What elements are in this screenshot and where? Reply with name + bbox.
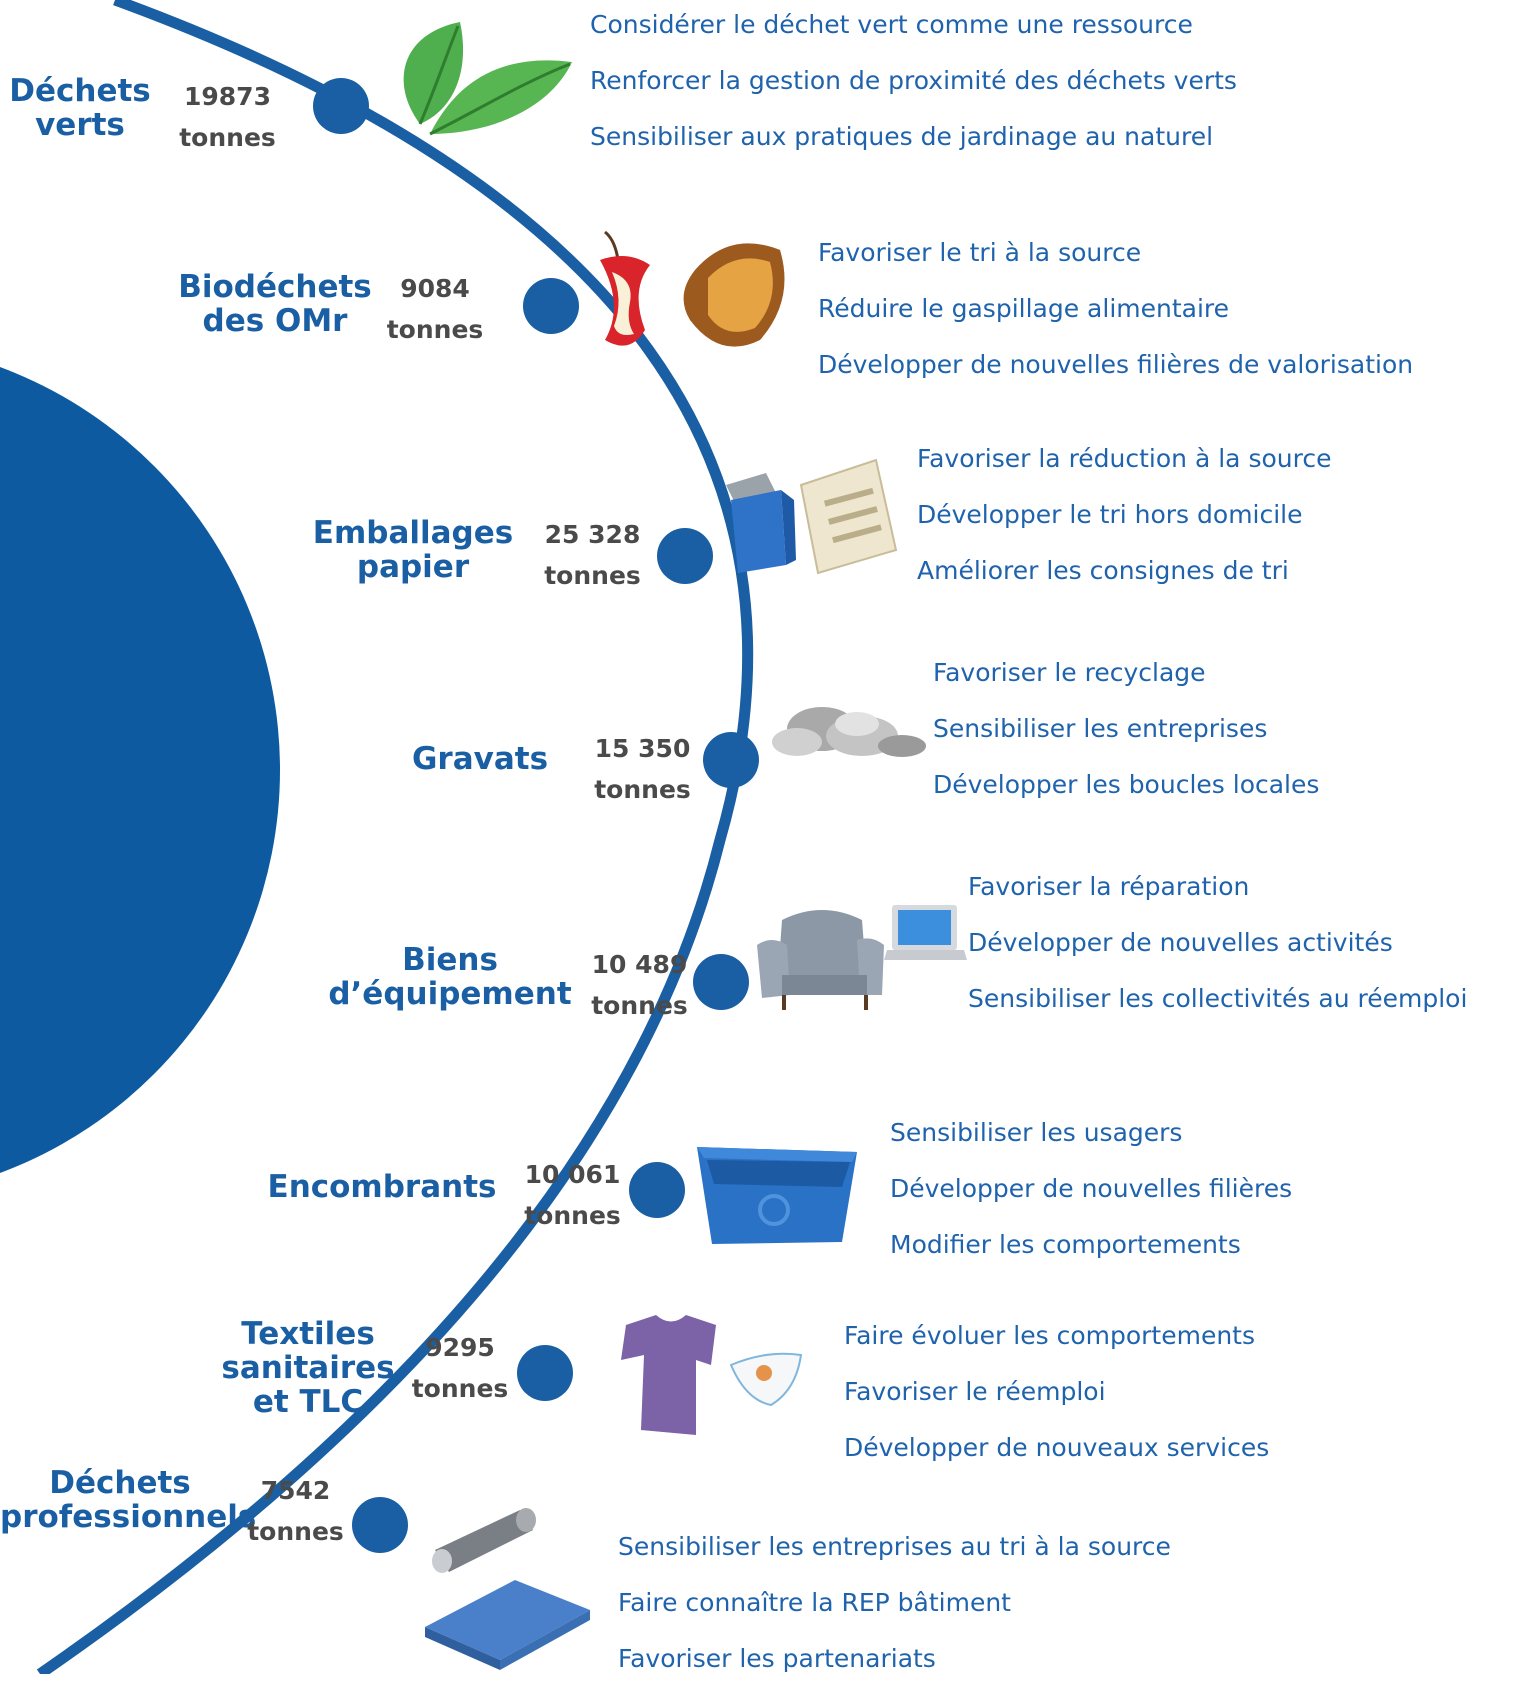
actions-list-dechets-verts: Considérer le déchet vert comme une ress… [590, 0, 1237, 165]
action-item: Sensibiliser les usagers [890, 1118, 1183, 1147]
action-item: Favoriser le réemploi [844, 1377, 1106, 1406]
central-disc [0, 367, 280, 1173]
rubble-icon [772, 707, 926, 757]
action-item: Favoriser le recyclage [933, 658, 1206, 687]
timeline-node-textiles [517, 1345, 573, 1401]
action-item: Favoriser la réparation [968, 872, 1250, 901]
action-item: Sensibiliser les collectivités au réempl… [968, 984, 1468, 1013]
pipe-pallet-icon [425, 1508, 590, 1670]
action-item: Favoriser les partenariats [618, 1644, 936, 1673]
action-item: Réduire le gaspillage alimentaire [818, 294, 1230, 323]
actions-list-gravats: Favoriser le recyclage Sensibiliser les … [933, 645, 1319, 813]
timeline-node-biens-equipement [693, 954, 749, 1010]
action-item: Développer de nouvelles activités [968, 928, 1393, 957]
action-item: Sensibiliser les entreprises [933, 714, 1268, 743]
actions-list-biens-equipement: Favoriser la réparation Développer de no… [968, 859, 1467, 1027]
timeline-node-biodechets [523, 278, 579, 334]
timeline-node-dechets-pro [352, 1497, 408, 1553]
action-item: Développer le tri hors domicile [917, 500, 1303, 529]
action-item: Faire connaître la REP bâtiment [618, 1588, 1011, 1617]
timeline-arc [36, 0, 754, 1674]
actions-list-biodechets: Favoriser le tri à la source Réduire le … [818, 225, 1413, 393]
action-item: Faire évoluer les comportements [844, 1321, 1255, 1350]
timeline-node-encombrants [629, 1162, 685, 1218]
timeline-node-dechets-verts [313, 78, 369, 134]
action-item: Sensibiliser les entreprises au tri à la… [618, 1532, 1171, 1561]
timeline-node-emballages [657, 528, 713, 584]
leaves-icon [403, 22, 572, 136]
packaging-newspaper-icon [726, 458, 898, 575]
tshirt-diaper-icon [621, 1315, 803, 1435]
action-item: Considérer le déchet vert comme une ress… [590, 10, 1193, 39]
recycling-bin-icon [697, 1147, 857, 1244]
action-item: Favoriser le tri à la source [818, 238, 1142, 267]
action-item: Développer de nouveaux services [844, 1433, 1270, 1462]
action-item: Développer de nouvelles filières de valo… [818, 350, 1414, 379]
actions-list-encombrants: Sensibiliser les usagers Développer de n… [890, 1105, 1292, 1273]
action-item: Améliorer les consignes de tri [917, 556, 1289, 585]
food-waste-icon [600, 230, 785, 347]
actions-list-dechets-pro: Sensibiliser les entreprises au tri à la… [618, 1519, 1171, 1687]
category-title-encombrants: Encombrants [267, 1169, 497, 1205]
armchair-laptop-icon [757, 905, 967, 1010]
actions-list-emballages: Favoriser la réduction à la source Dével… [917, 431, 1331, 599]
actions-list-textiles: Faire évoluer les comportements Favorise… [844, 1308, 1269, 1476]
action-item: Modifier les comportements [890, 1230, 1241, 1259]
action-item: Développer de nouvelles filières [890, 1174, 1293, 1203]
timeline-nodes [313, 78, 759, 1553]
action-item: Favoriser la réduction à la source [917, 444, 1332, 473]
timeline-node-gravats [703, 732, 759, 788]
category-title-gravats: Gravats [411, 741, 549, 777]
action-item: Développer les boucles locales [933, 770, 1320, 799]
action-item: Renforcer la gestion de proximité des dé… [590, 66, 1237, 95]
action-item: Sensibiliser aux pratiques de jardinage … [590, 122, 1214, 151]
